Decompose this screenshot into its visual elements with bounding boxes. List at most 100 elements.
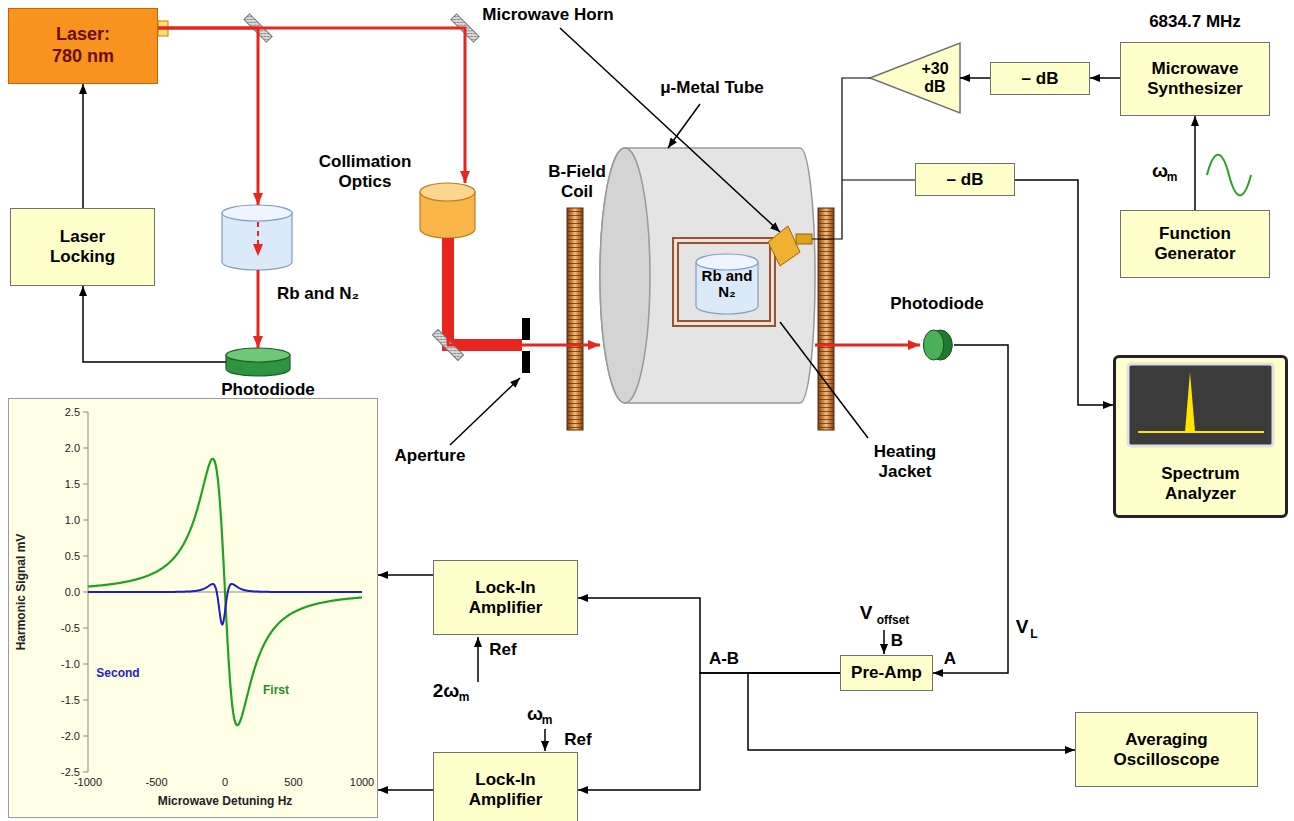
- tick-label: 0.0: [65, 587, 80, 598]
- vapor-cell: Rb and N₂: [222, 205, 292, 270]
- node-text: Pre-Amp: [851, 663, 922, 683]
- collimation-optics: Collimation Optics: [420, 183, 475, 238]
- node-text: +30 dB: [917, 60, 953, 95]
- callout-label: Ref: [564, 730, 591, 750]
- signal-wire: [960, 77, 990, 79]
- tick-label: 1.0: [65, 515, 80, 526]
- signal-wire: [83, 286, 226, 362]
- leader-line: [450, 378, 520, 445]
- mu-metal-tube: μ-Metal TubeHeating JacketRb and N₂: [600, 148, 815, 403]
- coil-windings: [567, 208, 583, 430]
- triangle-outline: [870, 43, 960, 113]
- text-group: – dB: [947, 170, 984, 190]
- signal-wire: [578, 598, 840, 673]
- tick-label: 1.5: [65, 479, 80, 490]
- laser-beam: [158, 28, 465, 183]
- node-label: μ-Metal Tube: [660, 78, 764, 98]
- tick-label: 500: [284, 777, 302, 788]
- tick-label: -1.0: [61, 659, 80, 670]
- analyzer-screen: [1128, 364, 1273, 446]
- signal-subscript: offset: [877, 614, 910, 626]
- node-text: Lock-In Amplifier: [456, 578, 556, 617]
- text-group: Lock-In Amplifier: [456, 578, 556, 617]
- tick-label: -1000: [74, 777, 102, 788]
- tick-label: -500: [145, 777, 167, 788]
- tick-label: -2.0: [61, 731, 80, 742]
- trace-peak: [1185, 372, 1195, 432]
- signal-wire: [378, 574, 433, 576]
- node-label: Rb and N₂: [277, 284, 359, 304]
- chart-outline: [8, 398, 378, 818]
- signal-wire: [1090, 77, 1120, 79]
- aperture-plate: [522, 318, 530, 340]
- trace-baseline: [1138, 431, 1264, 433]
- node-text: Laser: 780 nm: [43, 24, 123, 67]
- laser-box: Laser: 780 nm: [8, 8, 158, 84]
- callout-label: Ref: [489, 640, 516, 660]
- cylinder-top: [226, 348, 290, 362]
- series-label: First: [263, 684, 289, 696]
- vapor-cell: Rb and N₂: [696, 254, 758, 314]
- callout-label: B: [891, 631, 903, 651]
- lockin-box: Lock-In Amplifier: [433, 560, 578, 635]
- photodiode: Photodiode: [226, 348, 290, 376]
- signal-wire: [378, 789, 433, 791]
- laser-beam: [158, 28, 258, 205]
- process-box: Laser Locking: [10, 208, 155, 286]
- heating-jacket: Heating JacketRb and N₂: [672, 237, 776, 327]
- oscilloscope-box: Averaging Oscilloscope: [1075, 712, 1258, 787]
- photodiode: Photodiode: [920, 330, 954, 360]
- cylinder-top: [420, 183, 475, 201]
- node-text: – dB: [947, 170, 984, 190]
- expanded-beam: [448, 238, 522, 345]
- node-text: – dB: [1022, 69, 1059, 89]
- attenuator-box: – dB: [915, 163, 1015, 196]
- signal-name: V: [1016, 617, 1029, 636]
- callout-label: A: [944, 649, 956, 669]
- lockin-box: Lock-In Amplifier: [433, 752, 578, 821]
- signal-name: V: [860, 603, 873, 622]
- tube-end: [600, 148, 650, 403]
- tick-label: 2.5: [65, 407, 80, 418]
- signal-subscript: m: [1167, 171, 1178, 183]
- series-label: Second: [96, 667, 139, 679]
- reference-arrow: [544, 729, 546, 751]
- node-label: Microwave Detuning Hz: [158, 795, 293, 808]
- cyl-shape: [222, 205, 292, 270]
- attenuator-box: – dB: [990, 62, 1090, 95]
- aperture-plate: [522, 351, 530, 373]
- preamp-box: Pre-Amp: [840, 655, 933, 691]
- node-label: Harmonic Signal mV: [15, 534, 28, 651]
- spectrum-analyzer: Spectrum Analyzer: [1113, 355, 1288, 518]
- tri-shape: [870, 43, 960, 113]
- tick-label: 2.0: [65, 443, 80, 454]
- text-group: Pre-Amp: [851, 663, 922, 683]
- callout-label: Microwave Horn: [482, 5, 613, 25]
- node-text: Averaging Oscilloscope: [1092, 730, 1242, 769]
- chart-panel: Harmonic Signal mV Microwave Detuning Hz: [8, 398, 378, 818]
- text-group: – dB: [1022, 69, 1059, 89]
- node-label: Photodiode: [221, 380, 314, 400]
- amplifier-triangle: +30 dB: [870, 43, 960, 113]
- generator-box: Function Generator: [1120, 210, 1270, 278]
- signal-name: 2ω: [433, 681, 460, 700]
- text-group: Averaging Oscilloscope: [1092, 730, 1242, 769]
- tick-label: 0.5: [65, 551, 80, 562]
- text-group: Laser Locking: [33, 227, 133, 266]
- node-label: Collimation Optics: [290, 152, 440, 191]
- node-text: Function Generator: [1135, 224, 1255, 263]
- callout-label: B-Field Coil: [542, 162, 612, 201]
- node-text: Microwave Synthesizer: [1135, 59, 1255, 98]
- laser-beam: [257, 270, 260, 348]
- node-label: 6834.7 MHz: [1149, 12, 1241, 32]
- signal-wire: [933, 345, 1008, 673]
- leader-line: [668, 104, 700, 148]
- tick-label: 1000: [350, 777, 374, 788]
- text-group: Laser: 780 nm: [43, 24, 123, 67]
- node-text: Laser Locking: [33, 227, 133, 266]
- b-field-coil: [818, 208, 834, 430]
- node-text: Lock-In Amplifier: [456, 770, 556, 809]
- tick-label: -1.5: [61, 695, 80, 706]
